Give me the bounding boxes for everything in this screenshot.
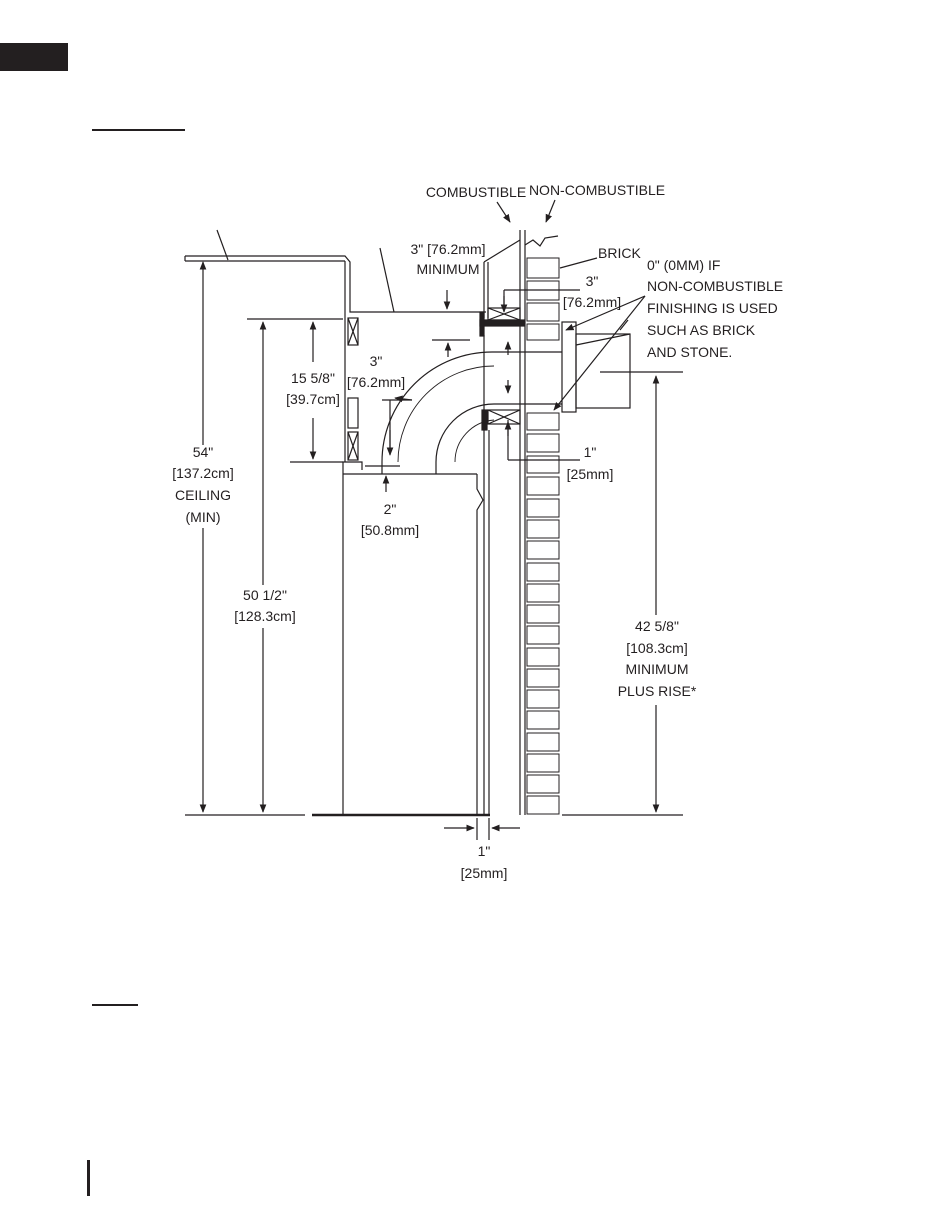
label-3in-elbow-2: [76.2mm] — [347, 374, 405, 390]
non-combustible-leader — [546, 200, 555, 222]
label-2in-1: 2" — [384, 501, 397, 517]
label-50-1-2-2: [128.3cm] — [234, 608, 295, 624]
vent-termination-cap — [576, 334, 630, 408]
label-15-5-8-1: 15 5/8" — [291, 370, 335, 386]
label-brick: BRICK — [598, 245, 641, 261]
label-zero-4: SUCH AS BRICK — [647, 322, 756, 338]
wall-break-line — [484, 240, 520, 262]
label-1in-bottom-1: 1" — [478, 843, 491, 859]
label-3in-elbow-1: 3" — [370, 353, 383, 369]
label-42-5-8-3: MINIMUM — [626, 661, 689, 677]
framing-block-upper — [348, 318, 358, 345]
brick-wall — [527, 258, 559, 814]
diagram-labels: COMBUSTIBLE NON-COMBUSTIBLE BRICK 3" [76… — [172, 182, 783, 881]
sill-block — [488, 410, 520, 424]
label-42-5-8-2: [108.3cm] — [626, 640, 687, 656]
label-zero-3: FINISHING IS USED — [647, 300, 778, 316]
combustible-leader — [497, 202, 510, 222]
header-plate — [480, 320, 524, 326]
label-15-5-8-2: [39.7cm] — [286, 391, 340, 407]
label-54-2: [137.2cm] — [172, 465, 233, 481]
label-42-5-8-4: PLUS RISE* — [618, 683, 697, 699]
vent-pipe-outer-wall — [398, 366, 494, 462]
framing-block-lower — [348, 432, 358, 460]
framing-block-middle — [348, 398, 358, 428]
fireplace-left — [343, 462, 362, 815]
label-3in-brick-1: 3" — [586, 273, 599, 289]
label-zero-5: AND STONE. — [647, 344, 732, 360]
label-combustible: COMBUSTIBLE — [426, 184, 526, 200]
brick-leader — [560, 258, 597, 268]
label-3in-min-2: MINIMUM — [417, 261, 480, 277]
label-zero-1: 0" (0MM) IF — [647, 257, 720, 273]
label-2in-2: [50.8mm] — [361, 522, 419, 538]
label-3in-min-1: 3" [76.2mm] — [411, 241, 486, 257]
label-54-3: CEILING — [175, 487, 231, 503]
label-1in-right-2: [25mm] — [567, 466, 614, 482]
label-1in-bottom-2: [25mm] — [461, 865, 508, 881]
zero-clearance-leader-2 — [554, 296, 645, 410]
label-54-1: 54" — [193, 444, 214, 460]
label-1in-right-1: 1" — [584, 444, 597, 460]
brick-break-line — [525, 236, 558, 246]
label-54-4: (MIN) — [186, 509, 221, 525]
vent-termination-plate — [562, 322, 576, 412]
vent-pipe-inner-wall — [455, 420, 494, 462]
label-42-5-8-1: 42 5/8" — [635, 618, 679, 634]
label-non-combustible: NON-COMBUSTIBLE — [529, 182, 665, 198]
label-50-1-2-1: 50 1/2" — [243, 587, 287, 603]
label-3in-brick-2: [76.2mm] — [563, 294, 621, 310]
label-zero-2: NON-COMBUSTIBLE — [647, 278, 783, 294]
header-leader — [380, 248, 394, 312]
fireplace-right — [477, 474, 483, 815]
